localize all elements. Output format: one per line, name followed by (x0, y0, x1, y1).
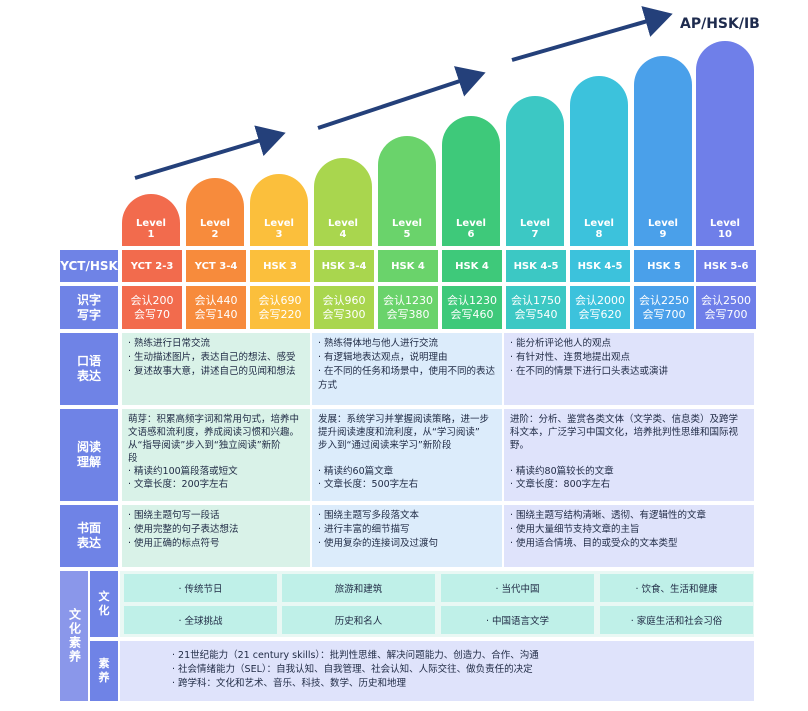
row-label-oral: 口语 表达 (60, 333, 118, 405)
yct-cell-5: HSK 4 (378, 250, 438, 282)
level-label: Level 8 (584, 218, 614, 240)
yct-cell-8: HSK 4-5 (570, 250, 630, 282)
vocab-line: 会写220 (258, 307, 302, 321)
level-label: Level 9 (648, 218, 678, 240)
yct-cell-10: HSK 5-6 (696, 250, 756, 282)
literacy-sub-label: 素 养 (90, 641, 118, 701)
arrow-2 (317, 66, 486, 130)
writing-box-3: · 围绕主题写结构清晰、透彻、有逻辑性的文章· 使用大量细节支持文章的主旨· 使… (504, 505, 754, 567)
level-label: Level 10 (710, 218, 740, 240)
vocab-line: 会认440 (194, 293, 238, 307)
yct-cell-3: HSK 3 (250, 250, 310, 282)
writing-box-2: · 围绕主题写多段落文本· 进行丰富的细节描写· 使用复杂的连接词及过渡句 (312, 505, 502, 567)
level-column-5: Level 5 (378, 136, 436, 246)
level-column-7: Level 7 (506, 96, 564, 246)
reading-box-1: 萌芽：积累高频字词和常用句式，培养中文语感和流利度，养成阅读习惯和兴趣。从“指导… (122, 409, 310, 501)
culture-topic-5: · 全球挑战 (124, 606, 277, 634)
vocab-line: 会认690 (258, 293, 302, 307)
culture-topic-2: 旅游和建筑 (282, 574, 435, 602)
row-label-reading: 阅读 理解 (60, 409, 118, 501)
vocab-line: 会认960 (322, 293, 366, 307)
arrow-3 (511, 6, 673, 62)
yct-cell-6: HSK 4 (442, 250, 502, 282)
yct-cell-1: YCT 2-3 (122, 250, 182, 282)
vocab-line: 会认2250 (639, 293, 689, 307)
oral-box-3: · 能分析评论他人的观点· 有针对性、连贯地提出观点· 在不同的情景下进行口头表… (504, 333, 754, 405)
vocab-line: 会认1230 (447, 293, 497, 307)
level-label: Level 7 (520, 218, 550, 240)
vocab-line: 会写700 (704, 307, 748, 321)
level-column-2: Level 2 (186, 178, 244, 246)
vocab-line: 会写140 (194, 307, 238, 321)
row-label-vocab: 识字 写字 (60, 286, 118, 329)
culture-topic-4: · 饮食、生活和健康 (600, 574, 753, 602)
level-label: Level 3 (264, 218, 294, 240)
vocab-line: 会写300 (322, 307, 366, 321)
vocab-line: 会认2000 (575, 293, 625, 307)
level-label: Level 4 (328, 218, 358, 240)
culture-sub-label: 文 化 (90, 571, 118, 637)
row-label-yct: YCT/HSK (60, 250, 118, 282)
vocab-line: 会写620 (578, 307, 622, 321)
level-label: Level 1 (136, 218, 166, 240)
level-column-10: Level 10 (696, 41, 754, 246)
vocab-line: 会写700 (642, 307, 686, 321)
level-label: Level 5 (392, 218, 422, 240)
reading-box-3: 进阶：分析、鉴赏各类文体（文学类、信息类）及跨学科文本，广泛学习中国文化，培养批… (504, 409, 754, 501)
writing-box-1: · 围绕主题句写一段话· 使用完整的句子表达想法· 使用正确的标点符号 (122, 505, 310, 567)
oral-box-2: · 熟练得体地与他人进行交流· 有逻辑地表达观点，说明理由· 在不同的任务和场景… (312, 333, 502, 405)
level-column-6: Level 6 (442, 116, 500, 246)
vocab-line: 会写70 (134, 307, 170, 321)
oral-box-1: · 熟练进行日常交流· 生动描述图片，表达自己的想法、感受· 复述故事大意，讲述… (122, 333, 310, 405)
level-column-1: Level 1 (122, 194, 180, 246)
yct-cell-9: HSK 5 (634, 250, 694, 282)
culture-literacy-label: 文化素养 (60, 571, 88, 701)
vocab-line: 会认1230 (383, 293, 433, 307)
vocab-line: 会认2500 (701, 293, 751, 307)
yct-cell-7: HSK 4-5 (506, 250, 566, 282)
culture-topic-6: 历史和名人 (282, 606, 435, 634)
reading-box-2: 发展：系统学习并掌握阅读策略，进一步提升阅读速度和流利度，从“学习阅读”步入到“… (312, 409, 502, 501)
level-label: Level 2 (200, 218, 230, 240)
culture-topic-1: · 传统节日 (124, 574, 277, 602)
ap-hsk-ib-label: AP/HSK/IB (680, 16, 760, 32)
level-column-4: Level 4 (314, 158, 372, 246)
level-column-8: Level 8 (570, 76, 628, 246)
vocab-line: 会认1750 (511, 293, 561, 307)
vocab-line: 会写460 (450, 307, 494, 321)
row-label-writing: 书面 表达 (60, 505, 118, 567)
level-label: Level 6 (456, 218, 486, 240)
vocab-line: 会写540 (514, 307, 558, 321)
culture-topic-3: · 当代中国 (441, 574, 594, 602)
vocab-line: 会认200 (130, 293, 174, 307)
vocab-line: 会写380 (386, 307, 430, 321)
culture-topic-7: · 中国语言文学 (441, 606, 594, 634)
literacy-box: · 21世纪能力（21 century skills）：批判性思维、解决问题能力… (120, 641, 754, 701)
yct-cell-2: YCT 3-4 (186, 250, 246, 282)
level-column-3: Level 3 (250, 174, 308, 246)
arrow-1 (134, 125, 286, 180)
culture-topic-8: · 家庭生活和社会习俗 (600, 606, 753, 634)
yct-cell-4: HSK 3-4 (314, 250, 374, 282)
level-column-9: Level 9 (634, 56, 692, 246)
